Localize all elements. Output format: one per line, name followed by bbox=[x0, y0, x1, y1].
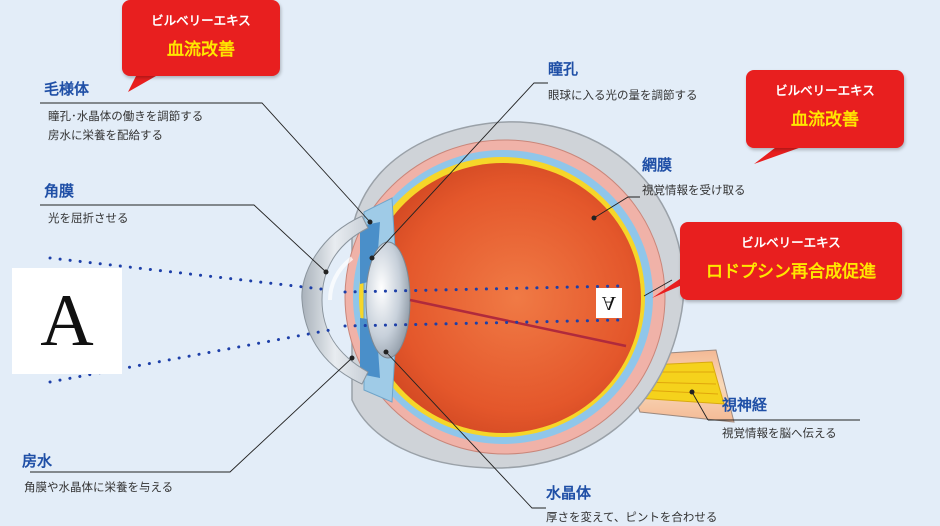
label-cornea-desc: 光を屈折させる bbox=[48, 209, 129, 227]
label-pupil-desc: 眼球に入る光の量を調節する bbox=[548, 86, 698, 104]
label-ciliary-desc-2: 房水に栄養を配給する bbox=[48, 126, 163, 144]
label-aqueous-title: 房水 bbox=[22, 450, 52, 471]
label-cornea-title: 角膜 bbox=[44, 180, 74, 201]
label-aqueous-desc: 角膜や水晶体に栄養を与える bbox=[24, 478, 173, 496]
callout-right-title: 血流改善 bbox=[746, 105, 904, 130]
label-lens-desc: 厚さを変えて、ピントを合わせる bbox=[546, 508, 717, 526]
callout-middle-title: ロドプシン再合成促進 bbox=[680, 257, 902, 282]
callout-middle-subtitle: ビルベリーエキス bbox=[680, 232, 902, 251]
callout-bilberry-rhodopsin: ビルベリーエキス ロドプシン再合成促進 bbox=[680, 222, 902, 300]
label-ciliary-title: 毛様体 bbox=[44, 78, 89, 99]
retina-image-letter: A bbox=[596, 288, 622, 318]
label-retina-desc: 視覚情報を受け取る bbox=[642, 181, 746, 199]
callout-left-title: 血流改善 bbox=[122, 35, 280, 60]
object-letter: A bbox=[12, 268, 122, 374]
callout-bilberry-blood-flow-left: ビルベリーエキス 血流改善 bbox=[122, 0, 280, 76]
label-optic-nerve-title: 視神経 bbox=[722, 394, 767, 415]
callout-left-subtitle: ビルベリーエキス bbox=[122, 10, 280, 29]
callout-right-subtitle: ビルベリーエキス bbox=[746, 80, 904, 99]
label-lens-title: 水晶体 bbox=[546, 482, 591, 503]
object-letter-card: A bbox=[12, 268, 122, 374]
label-optic-nerve-desc: 視覚情報を脳へ伝える bbox=[722, 424, 837, 442]
callout-bilberry-blood-flow-right: ビルベリーエキス 血流改善 bbox=[746, 70, 904, 148]
label-retina-title: 網膜 bbox=[642, 154, 672, 175]
retina-image-card: A bbox=[596, 288, 622, 318]
label-ciliary-desc-1: 瞳孔･水晶体の働きを調節する bbox=[48, 107, 203, 125]
label-pupil-title: 瞳孔 bbox=[548, 58, 578, 79]
